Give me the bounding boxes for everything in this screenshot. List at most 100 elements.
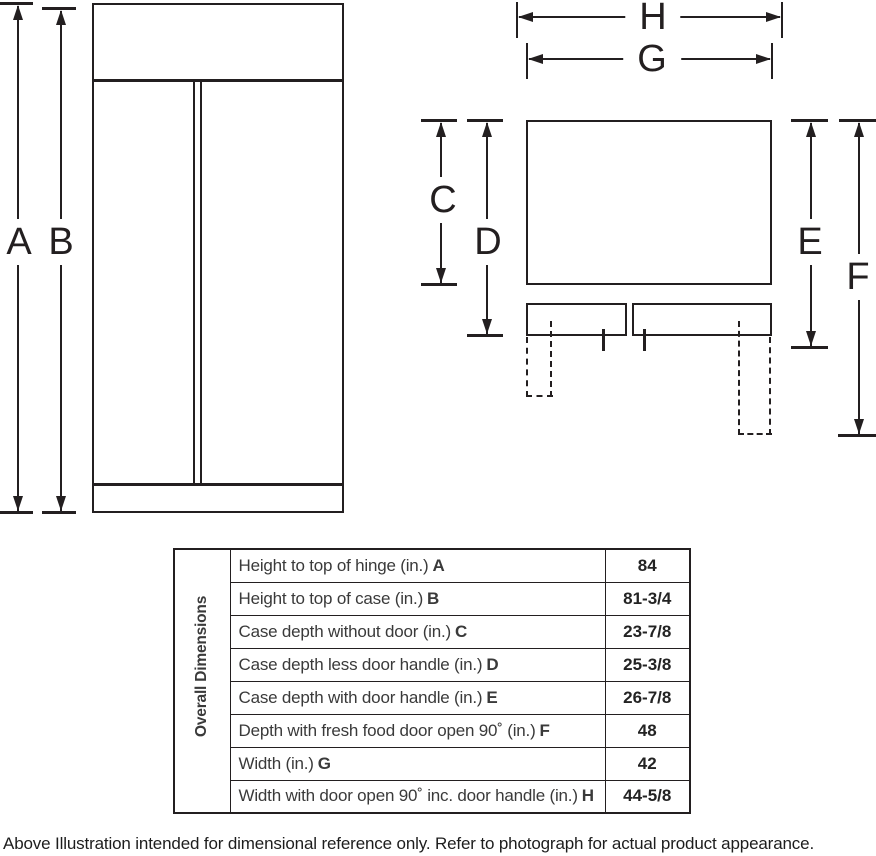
dim-c-bottom-tick bbox=[421, 283, 457, 286]
row-label-cell: Width with door open 90˚ inc. door handl… bbox=[229, 779, 606, 814]
dim-g-arrow-right-icon bbox=[756, 54, 771, 64]
row-letter: C bbox=[455, 621, 468, 641]
row-label: Case depth less door handle (in.) bbox=[238, 654, 483, 674]
row-value: 23-7/8 bbox=[604, 614, 691, 649]
dim-d-arrow-down-icon bbox=[482, 319, 492, 334]
row-label-cell: Case depth less door handle (in.)D bbox=[229, 647, 606, 682]
row-label-cell: Height to top of case (in.)B bbox=[229, 581, 606, 616]
fridge-outline bbox=[92, 3, 344, 513]
row-value: 42 bbox=[604, 746, 691, 781]
right-door-swing-dashed-bottom bbox=[738, 433, 772, 435]
dim-b-bottom-tick bbox=[42, 511, 76, 514]
dim-h-arrow-right-icon bbox=[766, 12, 781, 22]
row-letter: G bbox=[317, 753, 331, 773]
dim-a-bottom-tick bbox=[0, 511, 33, 514]
overall-dimensions-table: Overall Dimensions Height to top of hing… bbox=[173, 548, 691, 814]
dim-d-arrow-up-icon bbox=[482, 122, 492, 137]
row-letter: A bbox=[432, 555, 445, 575]
row-value: 25-3/8 bbox=[604, 647, 691, 682]
dim-g-arrow-left-icon bbox=[528, 54, 543, 64]
row-letter: E bbox=[486, 687, 498, 707]
dim-h-label: H bbox=[625, 0, 681, 38]
dim-f-bottom-tick bbox=[838, 434, 876, 437]
row-label-cell: Case depth without door (in.)C bbox=[229, 614, 606, 649]
left-door-swing-dashed-inner bbox=[550, 321, 552, 397]
fridge-kickplate-line bbox=[94, 483, 342, 486]
dim-d-label: D bbox=[469, 219, 507, 265]
row-label-cell: Height to top of hinge (in.)A bbox=[229, 548, 606, 583]
row-value: 81-3/4 bbox=[604, 581, 691, 616]
dim-h-right-tick bbox=[781, 2, 783, 38]
dim-b-top-tick bbox=[42, 7, 76, 10]
row-label: Depth with fresh food door open 90˚ (in.… bbox=[238, 720, 536, 740]
table-group-header: Overall Dimensions bbox=[193, 595, 211, 737]
table-row: Overall Dimensions Height to top of hing… bbox=[173, 548, 691, 814]
dim-d-top-tick bbox=[467, 119, 503, 122]
dim-g-right-tick bbox=[771, 43, 773, 79]
dim-b-arrow-down-icon bbox=[56, 496, 66, 511]
dim-c-arrow-up-icon bbox=[436, 122, 446, 137]
row-label-cell: Depth with fresh food door open 90˚ (in.… bbox=[229, 713, 606, 748]
table-group-header-cell: Overall Dimensions bbox=[173, 548, 231, 814]
left-door-hinge-pin bbox=[602, 329, 605, 351]
fridge-top-panel-line bbox=[94, 79, 342, 82]
row-label-cell: Width (in.)G bbox=[229, 746, 606, 781]
left-door-swing-dashed-bottom bbox=[526, 395, 553, 397]
row-letter: D bbox=[486, 654, 499, 674]
row-label: Case depth with door handle (in.) bbox=[238, 687, 483, 707]
dim-b-arrow-up-icon bbox=[56, 10, 66, 25]
table-row: Height to top of case (in.)B 81-3/4 bbox=[174, 581, 691, 616]
row-value: 48 bbox=[604, 713, 691, 748]
dim-g-left-tick bbox=[526, 43, 528, 79]
dim-f-arrow-up-icon bbox=[854, 122, 864, 137]
dim-a-label: A bbox=[1, 219, 37, 265]
right-door-swing-dashed-outer bbox=[769, 337, 771, 435]
dim-e-label: E bbox=[792, 219, 828, 265]
row-label: Width (in.) bbox=[238, 753, 314, 773]
row-letter: H bbox=[581, 786, 594, 806]
table-row: Depth with fresh food door open 90˚ (in.… bbox=[174, 713, 691, 748]
dim-e-top-tick bbox=[791, 119, 828, 122]
fridge-center-mullion-right-line bbox=[200, 81, 202, 483]
table-row: Case depth less door handle (in.)D 25-3/… bbox=[174, 647, 691, 682]
dim-h-left-tick bbox=[516, 2, 518, 38]
row-label: Height to top of case (in.) bbox=[238, 588, 424, 608]
dim-a-top-tick bbox=[0, 2, 33, 5]
table-row: Width (in.)G 42 bbox=[174, 746, 691, 781]
case-outline-top-view bbox=[526, 120, 772, 285]
dim-f-arrow-down-icon bbox=[854, 419, 864, 434]
table-row: Case depth without door (in.)C 23-7/8 bbox=[174, 614, 691, 649]
row-label: Case depth without door (in.) bbox=[238, 621, 452, 641]
dim-a-arrow-up-icon bbox=[13, 5, 23, 20]
dim-e-arrow-up-icon bbox=[806, 122, 816, 137]
left-door-swing-dashed-outer bbox=[526, 337, 528, 397]
table-row: Case depth with door handle (in.)E 26-7/… bbox=[174, 680, 691, 715]
dim-c-label: C bbox=[424, 177, 462, 223]
right-door-top-view bbox=[632, 303, 772, 336]
dim-c-top-tick bbox=[421, 119, 457, 122]
footer-disclaimer: Above Illustration intended for dimensio… bbox=[3, 834, 815, 853]
dim-e-arrow-down-icon bbox=[806, 331, 816, 346]
left-door-top-view bbox=[526, 303, 627, 336]
row-value: 84 bbox=[604, 548, 691, 583]
row-letter: F bbox=[539, 720, 550, 740]
dim-a-arrow-down-icon bbox=[13, 496, 23, 511]
dim-e-bottom-tick bbox=[791, 346, 828, 349]
dim-d-bottom-tick bbox=[467, 334, 503, 337]
row-label-cell: Case depth with door handle (in.)E bbox=[229, 680, 606, 715]
row-value: 26-7/8 bbox=[604, 680, 691, 715]
row-value: 44-5/8 bbox=[604, 779, 691, 814]
dim-g-label: G bbox=[623, 38, 681, 80]
dim-b-label: B bbox=[43, 219, 79, 265]
table-row: Width with door open 90˚ inc. door handl… bbox=[174, 779, 691, 814]
dim-h-arrow-left-icon bbox=[518, 12, 533, 22]
row-label: Width with door open 90˚ inc. door handl… bbox=[238, 786, 578, 806]
right-door-hinge-pin bbox=[643, 329, 646, 351]
dim-f-top-tick bbox=[839, 119, 876, 122]
row-letter: B bbox=[427, 588, 440, 608]
row-label: Height to top of hinge (in.) bbox=[238, 555, 429, 575]
dim-c-arrow-down-icon bbox=[436, 268, 446, 283]
dim-f-label: F bbox=[841, 254, 875, 300]
fridge-center-mullion-left-line bbox=[193, 81, 195, 483]
